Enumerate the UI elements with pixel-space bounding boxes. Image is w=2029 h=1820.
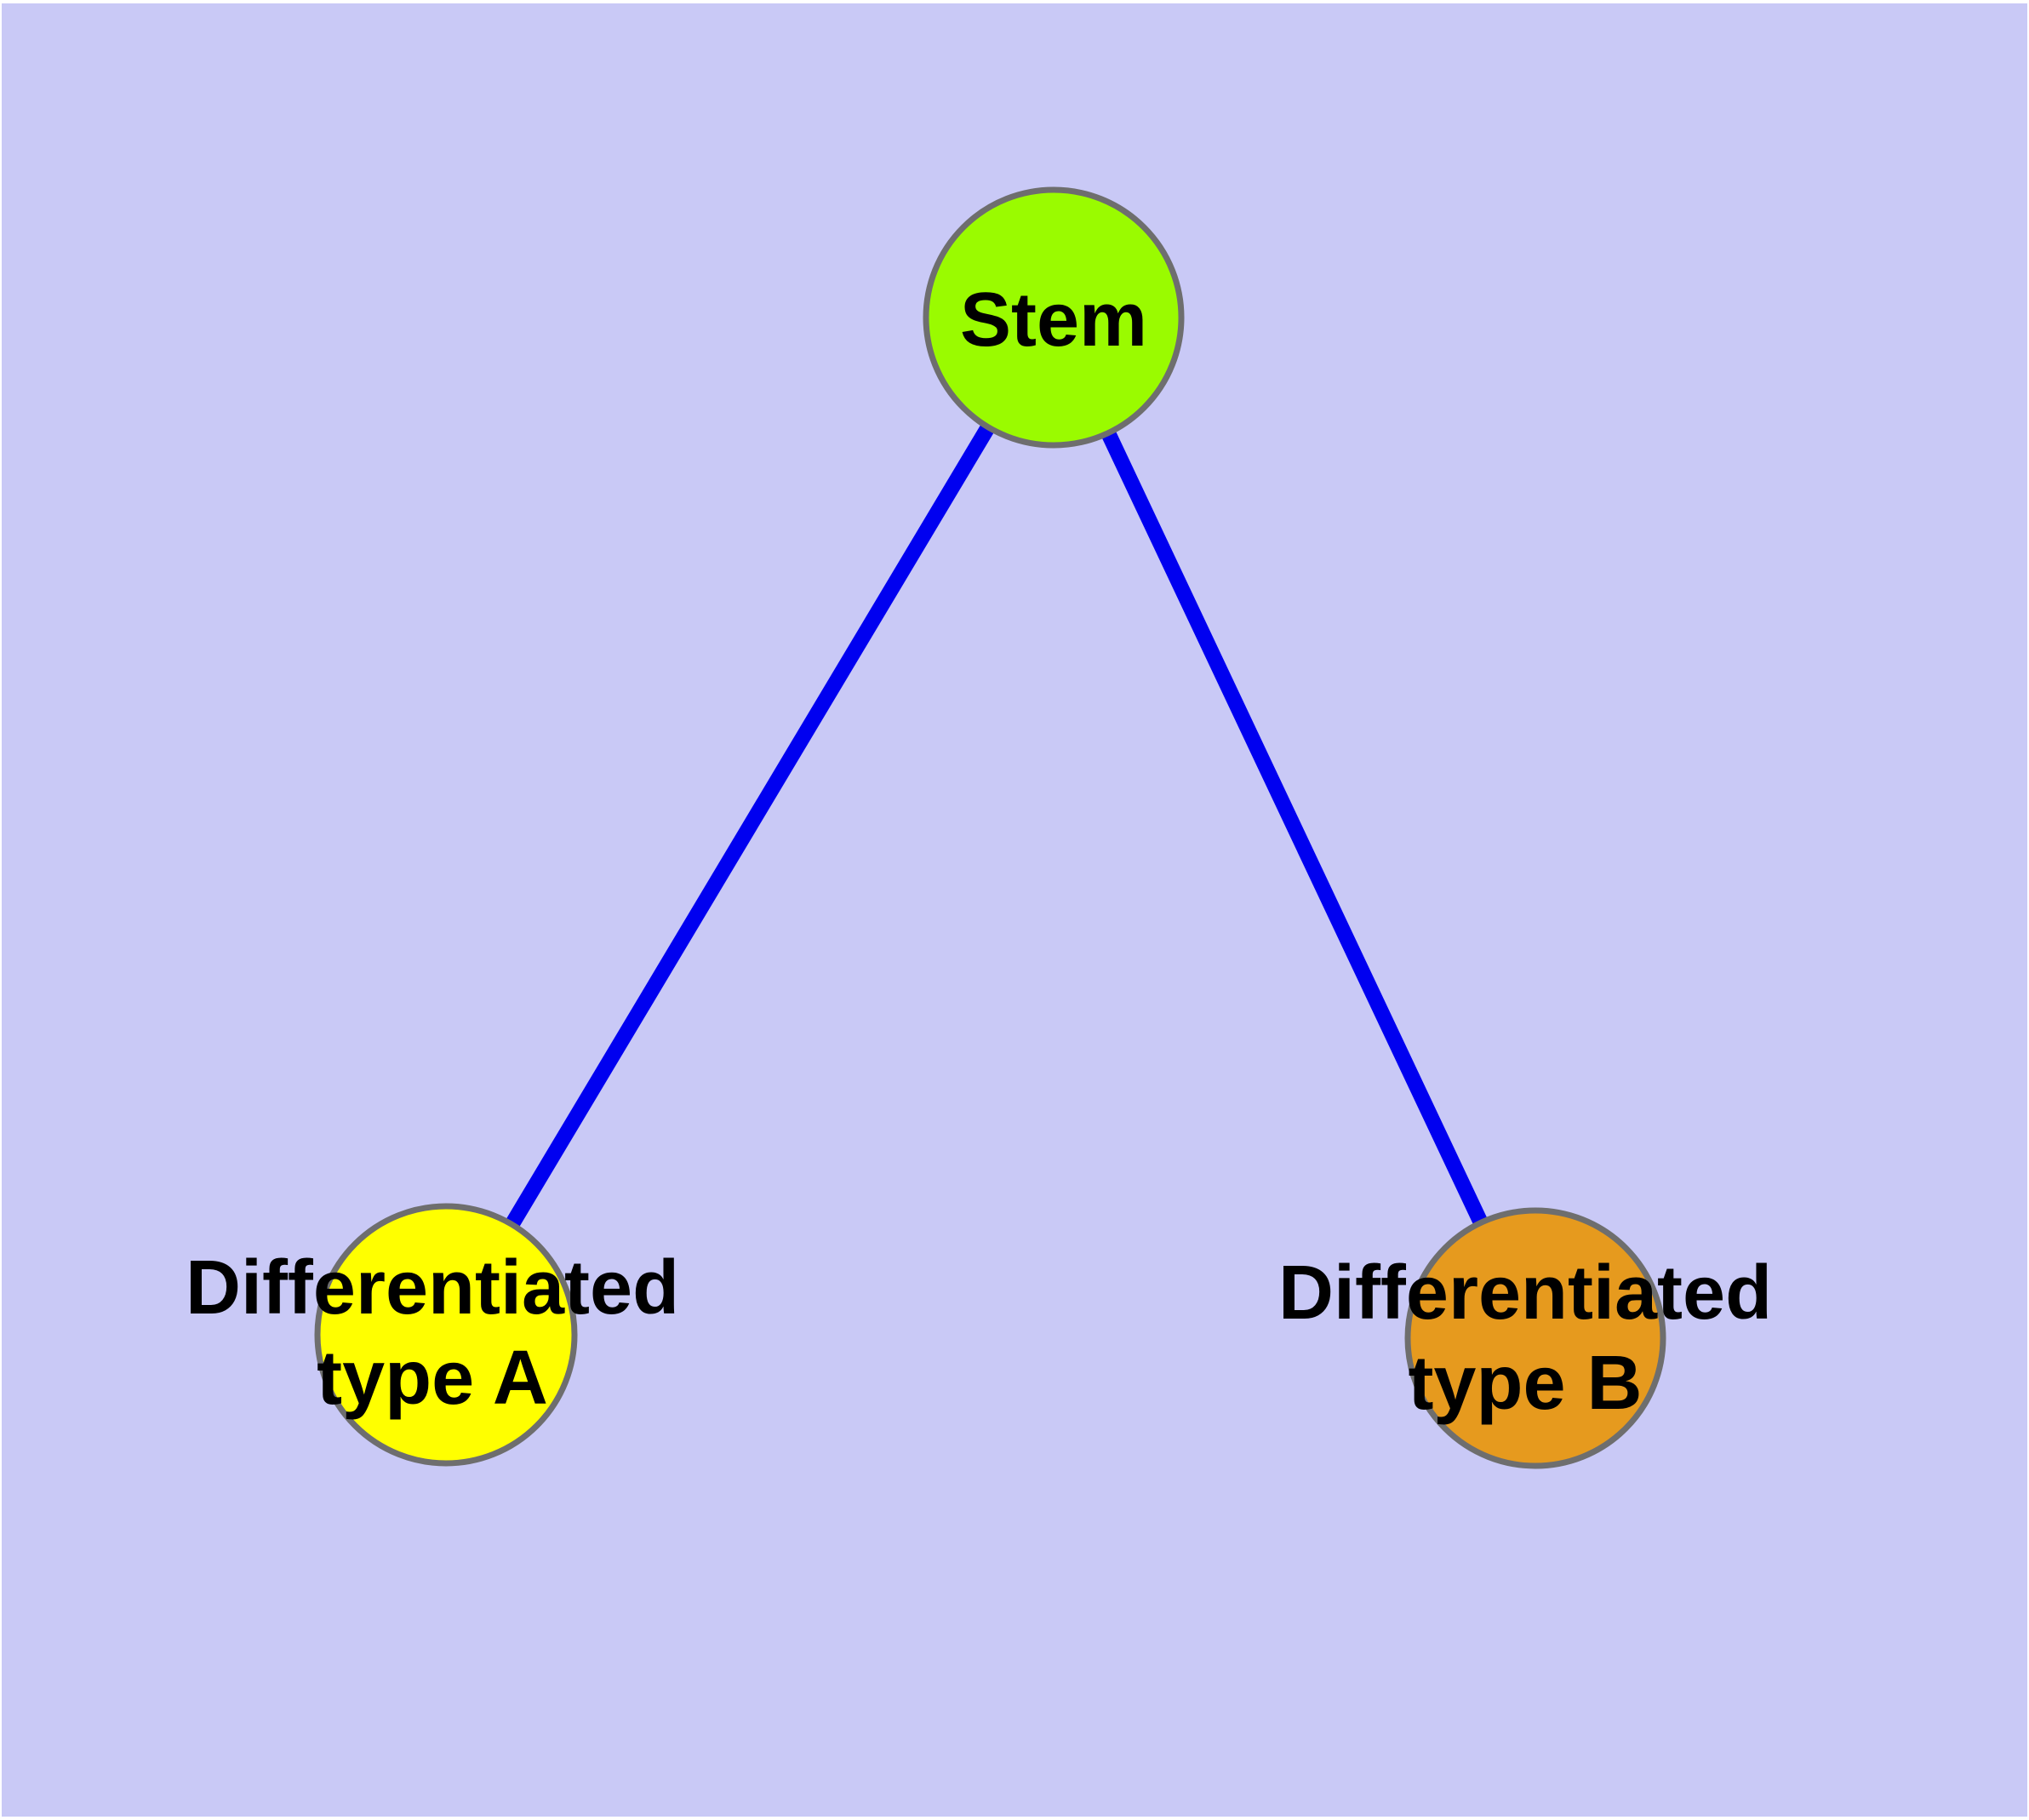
edge-stem-to-type-b [1046, 314, 1543, 1342]
node-stem [923, 186, 1185, 449]
edge-stem-to-type-a [439, 313, 1060, 1339]
node-differentiated-type-b [1404, 1207, 1666, 1469]
node-differentiated-type-a [314, 1203, 578, 1467]
